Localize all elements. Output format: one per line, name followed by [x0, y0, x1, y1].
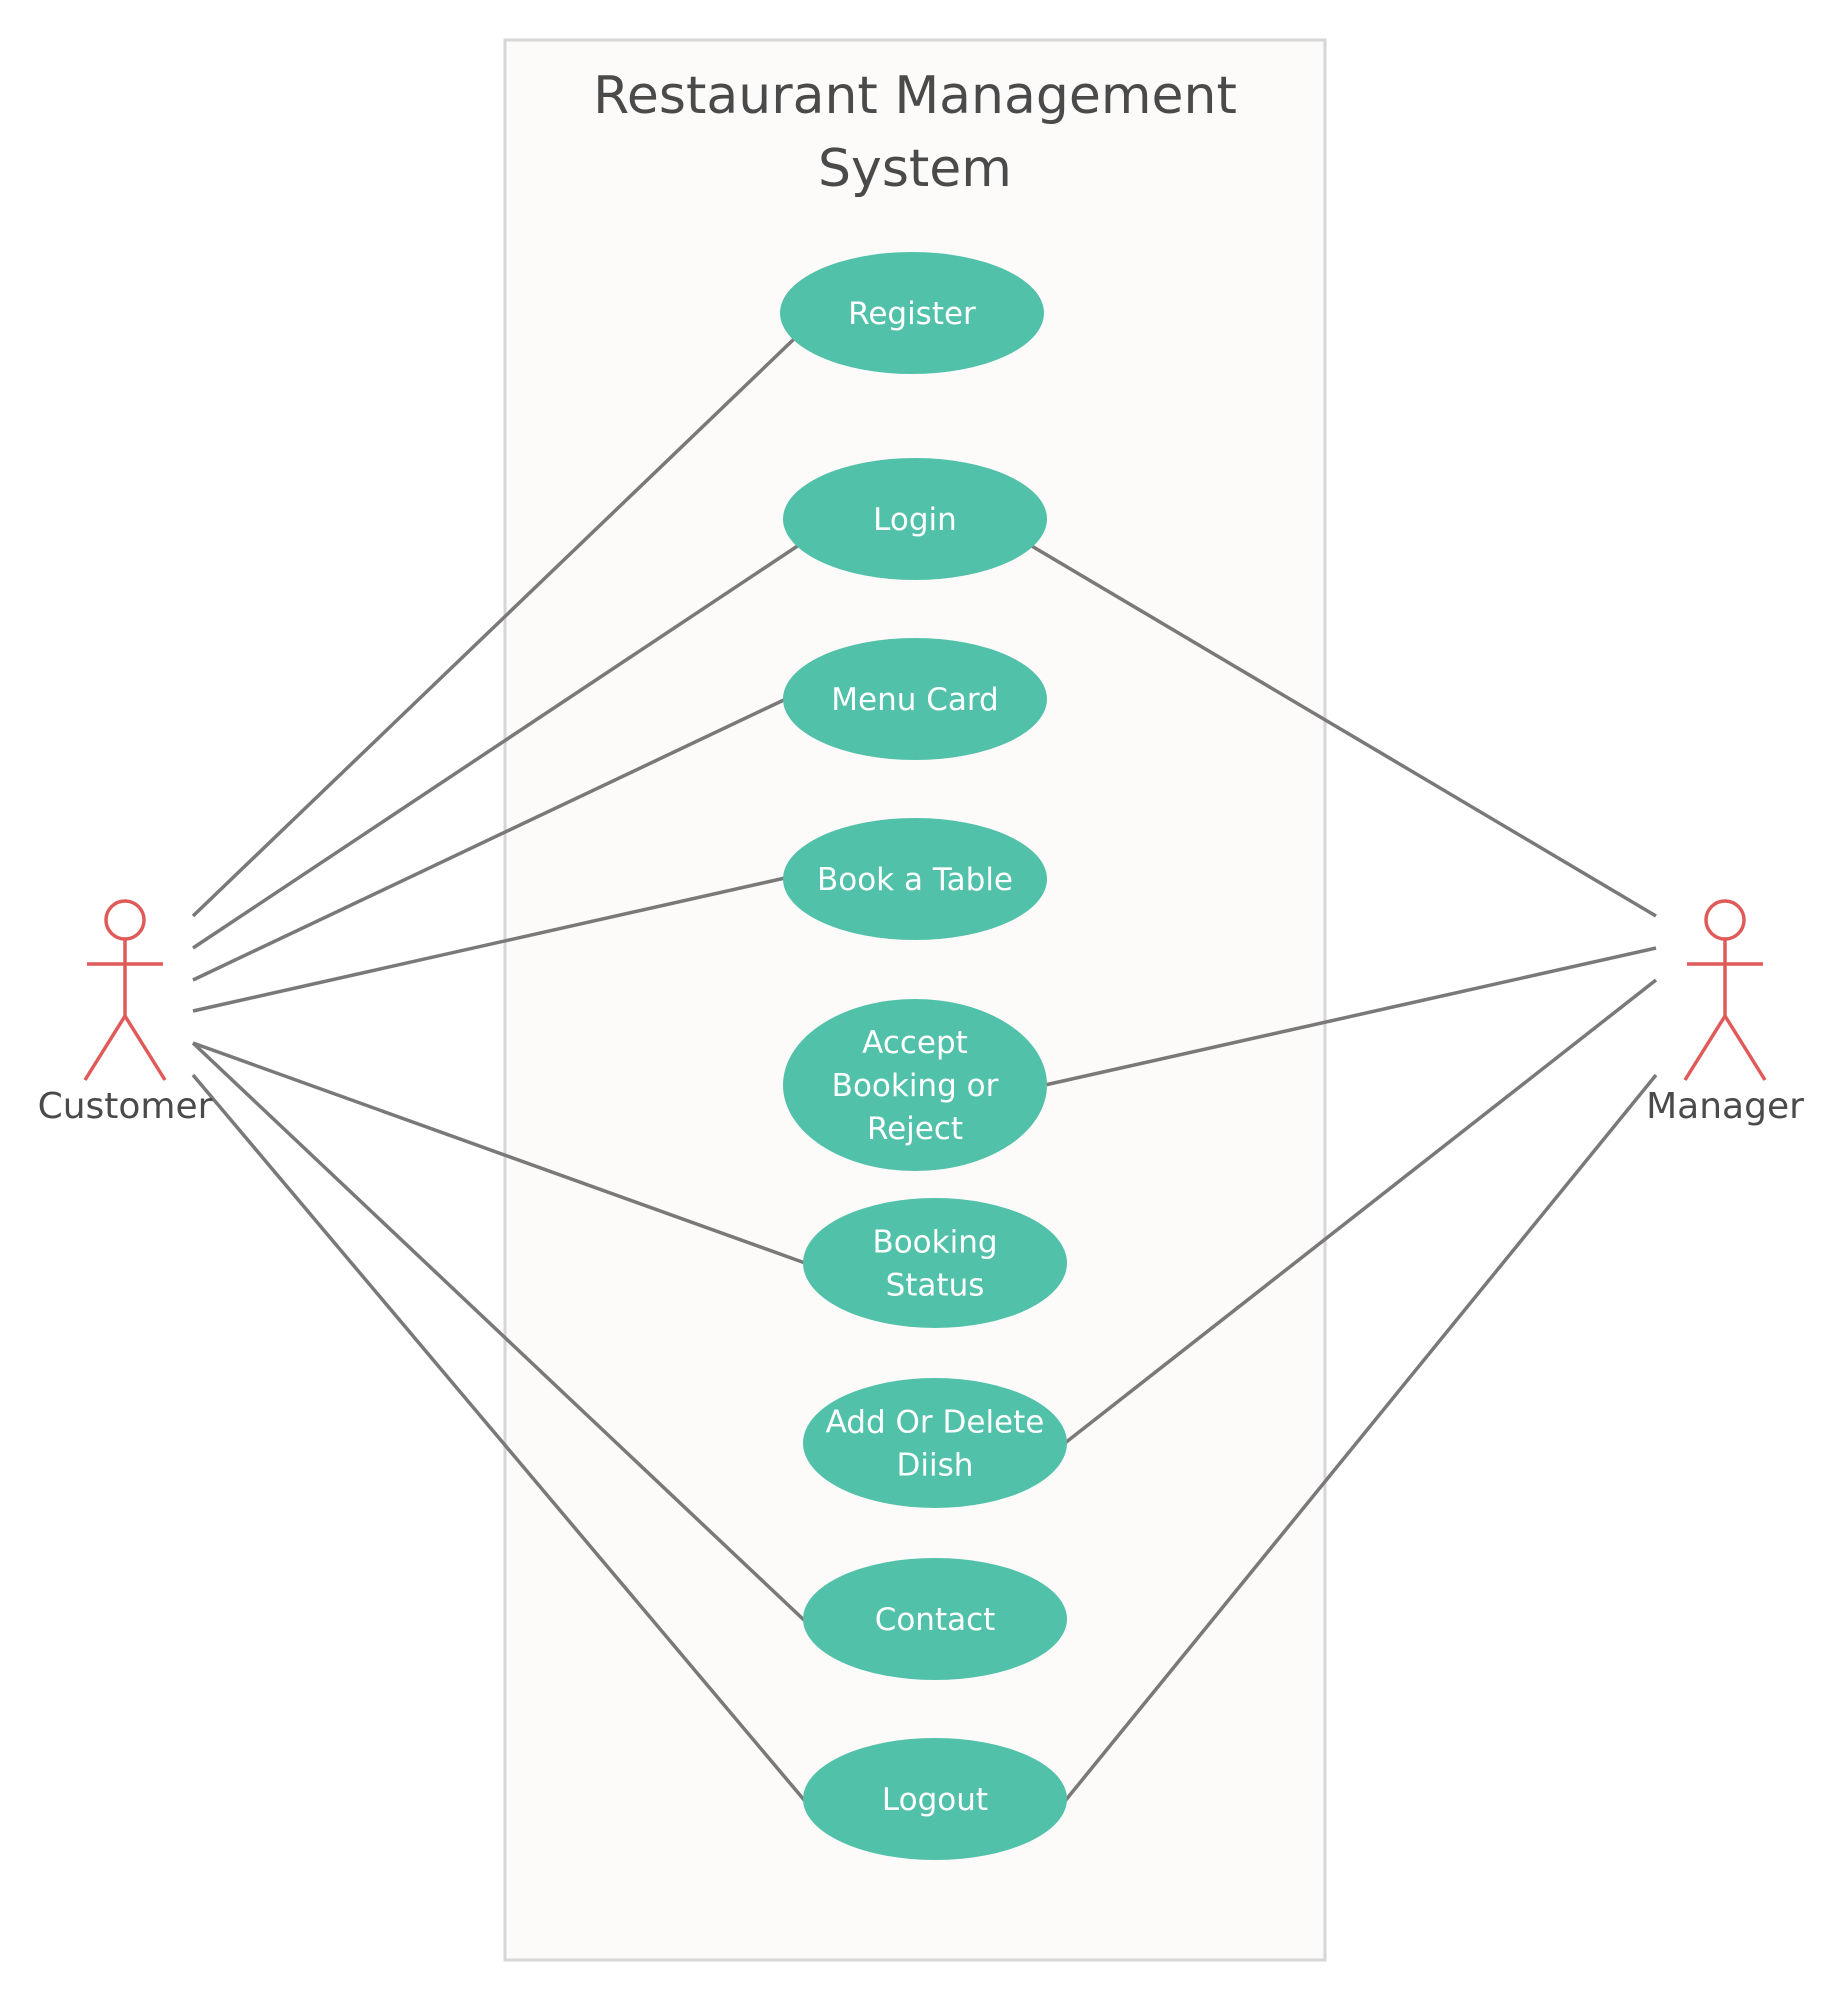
- use-case-label: Contact: [875, 1602, 996, 1638]
- use-case-ellipse[interactable]: [803, 1738, 1067, 1860]
- use-case-menu-card[interactable]: Menu Card: [783, 638, 1047, 760]
- association-customer-register: [191, 337, 796, 918]
- use-case-label: Reject: [867, 1111, 963, 1147]
- association-manager-logout: [1063, 1073, 1658, 1803]
- actor-label: Customer: [38, 1086, 213, 1127]
- use-case-label: Status: [886, 1268, 985, 1304]
- association-customer-menu-card: [192, 696, 789, 982]
- association-manager-accept-booking: [1044, 946, 1657, 1087]
- use-case-label: Diish: [897, 1448, 974, 1484]
- system-title-line: System: [818, 139, 1012, 199]
- associations: [191, 337, 1658, 1803]
- association-customer-book-table: [192, 876, 786, 1013]
- use-case-ellipse[interactable]: [783, 818, 1047, 940]
- association-customer-login: [192, 543, 800, 950]
- association-customer-logout: [191, 1073, 807, 1803]
- stick-figure-icon: [1683, 899, 1767, 1081]
- use-case-label: Add Or Delete: [826, 1405, 1045, 1441]
- association-customer-booking-status: [192, 1041, 806, 1265]
- association-customer-contact: [191, 1041, 807, 1623]
- use-case-ellipse[interactable]: [803, 1198, 1067, 1328]
- use-case-ellipse[interactable]: [783, 999, 1047, 1171]
- use-case-label: Register: [848, 296, 976, 332]
- association-manager-login: [1029, 543, 1657, 918]
- use-case-label: Login: [873, 502, 957, 538]
- use-case-register[interactable]: Register: [780, 252, 1044, 374]
- use-case-label: Booking or: [832, 1068, 999, 1104]
- association-manager-add-delete-dish: [1063, 978, 1658, 1445]
- use-case-ellipse[interactable]: [803, 1378, 1067, 1508]
- stick-figure-icon: [83, 899, 167, 1081]
- use-case-ellipse[interactable]: [803, 1558, 1067, 1680]
- use-case-ellipse[interactable]: [783, 638, 1047, 760]
- use-case-logout[interactable]: Logout: [803, 1738, 1067, 1860]
- use-case-label: Accept: [862, 1025, 968, 1061]
- use-case-label: Menu Card: [831, 682, 999, 718]
- use-case-ellipse[interactable]: [783, 458, 1047, 580]
- use-case-login[interactable]: Login: [783, 458, 1047, 580]
- use-case-ellipse[interactable]: [780, 252, 1044, 374]
- use-case-contact[interactable]: Contact: [803, 1558, 1067, 1680]
- actors: Customer Manager: [38, 899, 1804, 1127]
- use-case-label: Book a Table: [817, 862, 1013, 898]
- system-title-line: Restaurant Management: [593, 66, 1237, 126]
- actor-customer[interactable]: Customer: [38, 899, 213, 1127]
- actor-manager[interactable]: Manager: [1646, 899, 1804, 1127]
- use-case-label: Logout: [882, 1782, 988, 1818]
- use-case-label: Booking: [872, 1225, 997, 1261]
- actor-label: Manager: [1646, 1086, 1804, 1127]
- use-case-book-table[interactable]: Book a Table: [783, 818, 1047, 940]
